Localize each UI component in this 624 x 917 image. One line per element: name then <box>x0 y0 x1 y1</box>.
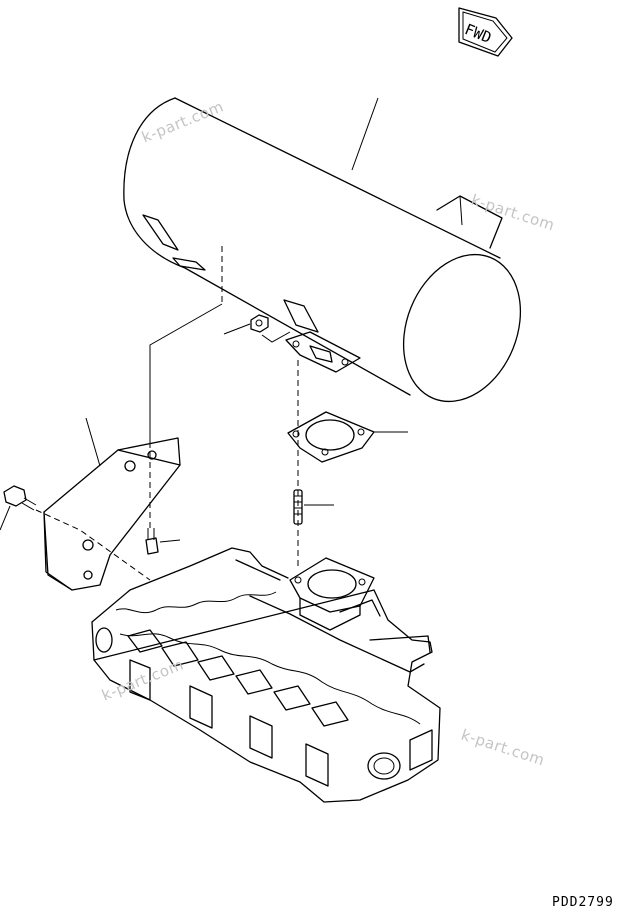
mounting-bracket <box>43 417 181 591</box>
watermark-2: k-part.com <box>469 191 557 235</box>
muffler <box>123 97 522 403</box>
gasket <box>287 411 408 463</box>
stud-bolt <box>293 489 334 525</box>
fwd-label: FWD <box>462 20 494 47</box>
watermark-1: k-part.com <box>139 97 226 146</box>
bracket-small-bolt <box>145 442 181 555</box>
drawing-code: PDD2799 <box>552 895 614 910</box>
nut <box>223 314 291 343</box>
exhaust-manifold-flange <box>289 557 375 631</box>
mount-path-line <box>149 303 223 442</box>
watermark-4: k-part.com <box>459 726 547 770</box>
fwd-direction-arrow: FWD <box>458 7 513 57</box>
muffler-leader-line <box>351 97 379 171</box>
cylinder-head <box>91 547 441 803</box>
bracket-bolt <box>0 485 151 581</box>
